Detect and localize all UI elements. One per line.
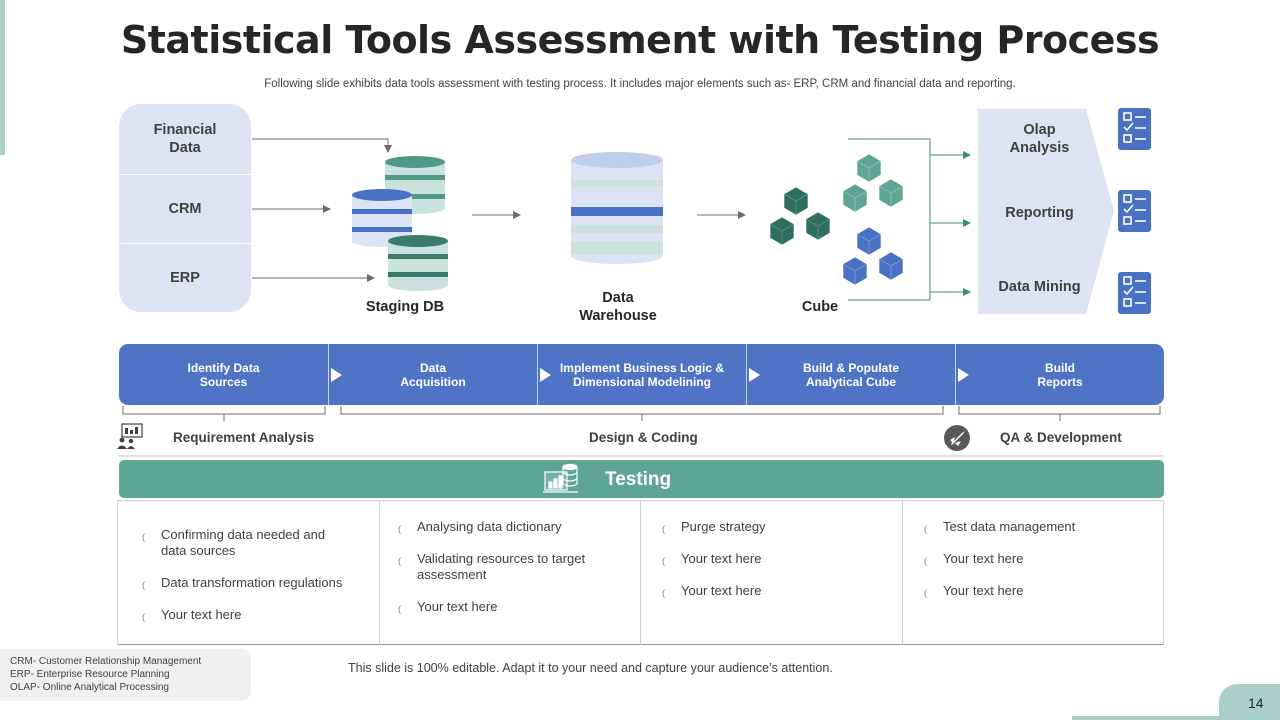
bullet-icon: ( [924, 556, 927, 566]
bullet-icon: ( [924, 524, 927, 534]
page-number-tab [1219, 684, 1280, 720]
list-item: Your text here [681, 583, 762, 598]
output-reporting: Reporting [1005, 205, 1074, 221]
outputs-chevron [978, 109, 1114, 314]
legend-item-erp: ERP- Enterprise Resource Planning [10, 669, 170, 680]
list-item: Data transformation regulations [161, 575, 343, 590]
testing-grid: ( Confirming data needed and data source… [117, 500, 1164, 645]
left-accent-bar [0, 0, 5, 155]
bullet-icon: ( [142, 580, 145, 590]
bullet-icon: ( [398, 604, 401, 614]
step-divider [328, 344, 329, 405]
testing-column-1: ( Confirming data needed and data source… [117, 501, 379, 645]
step-divider [746, 344, 747, 405]
bottom-accent-line [1072, 716, 1280, 720]
cube-output-arrows [848, 138, 971, 301]
people-presentation-icon [117, 423, 143, 449]
bullet-icon: ( [398, 524, 401, 534]
data-warehouse-label: Data Warehouse [579, 290, 657, 324]
data-warehouse-icon [571, 152, 663, 264]
list-item: Your text here [417, 599, 498, 614]
testing-label: Testing [605, 469, 672, 490]
cube-label: Cube [801, 299, 839, 315]
list-item: Your text here [161, 607, 242, 622]
step-divider [537, 344, 538, 405]
source-divider [119, 243, 251, 244]
staging-db-icon [352, 156, 448, 291]
list-item: Validating resources to target assessmen… [417, 551, 586, 582]
step-divider [955, 344, 956, 405]
bullet-icon: ( [142, 612, 145, 622]
staging-db-label: Staging DB [365, 299, 445, 315]
list-item: Your text here [943, 583, 1024, 598]
step-build-reports: Build Reports [1037, 360, 1083, 389]
arrow-financial [252, 138, 392, 153]
source-erp: ERP [170, 270, 200, 286]
checklist-icon [1118, 272, 1151, 314]
step-build-cube: Build & Populate Analytical Cube [803, 360, 899, 389]
step-identify-data-sources: Identify Data Sources [187, 360, 260, 389]
phase-design-coding: Design & Coding [589, 430, 698, 445]
list-item: Confirming data needed and data sources [161, 527, 326, 558]
bullet-icon: ( [398, 556, 401, 566]
step-business-logic: Implement Business Logic & Dimensional M… [559, 360, 725, 389]
source-arrows [252, 138, 746, 282]
bullet-icon: ( [662, 588, 665, 598]
checklist-icon [1118, 190, 1151, 232]
cube-icon [769, 153, 904, 286]
step-data-acquisition: Data Acquisition [400, 360, 466, 389]
abbreviation-legend: CRM- Customer Relationship Management ER… [0, 649, 251, 701]
testing-bar [119, 460, 1164, 498]
data-sources-box: Financial Data CRM ERP [119, 104, 251, 312]
page-subtitle: Following slide exhibits data tools asse… [264, 78, 1016, 90]
rocket-icon [944, 425, 970, 451]
bullet-icon: ( [924, 588, 927, 598]
data-flow-diagram [252, 108, 1151, 314]
list-item: Your text here [681, 551, 762, 566]
legend-item-crm: CRM- Customer Relationship Management [10, 656, 202, 667]
source-divider [119, 174, 251, 175]
bullet-icon: ( [662, 556, 665, 566]
list-item: Test data management [943, 519, 1076, 534]
list-item: Your text here [943, 551, 1024, 566]
list-item: Purge strategy [681, 519, 766, 534]
bullet-icon: ( [142, 532, 145, 542]
phase-braces [122, 406, 1161, 421]
output-data-mining: Data Mining [998, 279, 1081, 295]
testing-column-4: ( Test data management ( Your text here … [902, 501, 1164, 645]
source-financial-data: Financial Data [153, 122, 217, 156]
bullet-icon: ( [662, 524, 665, 534]
output-olap-analysis: Olap Analysis [1009, 122, 1070, 156]
footer-note: This slide is 100% editable. Adapt it to… [348, 661, 833, 675]
phase-qa-development: QA & Development [1000, 430, 1122, 445]
legend-item-olap: OLAP- Online Analytical Processing [10, 682, 169, 693]
page-number: 14 [1248, 695, 1264, 711]
process-steps-bar: Identify Data Sources Data Acquisition I… [119, 344, 1164, 405]
testing-column-3: ( Purge strategy ( Your text here ( Your… [640, 501, 902, 645]
list-item: Analysing data dictionary [417, 519, 562, 534]
source-crm: CRM [168, 201, 202, 217]
testing-column-2: ( Analysing data dictionary ( Validating… [379, 501, 640, 645]
page-title: Statistical Tools Assessment with Testin… [120, 18, 1160, 62]
checklist-icon [1118, 108, 1151, 150]
phase-requirement-analysis: Requirement Analysis [173, 430, 315, 445]
